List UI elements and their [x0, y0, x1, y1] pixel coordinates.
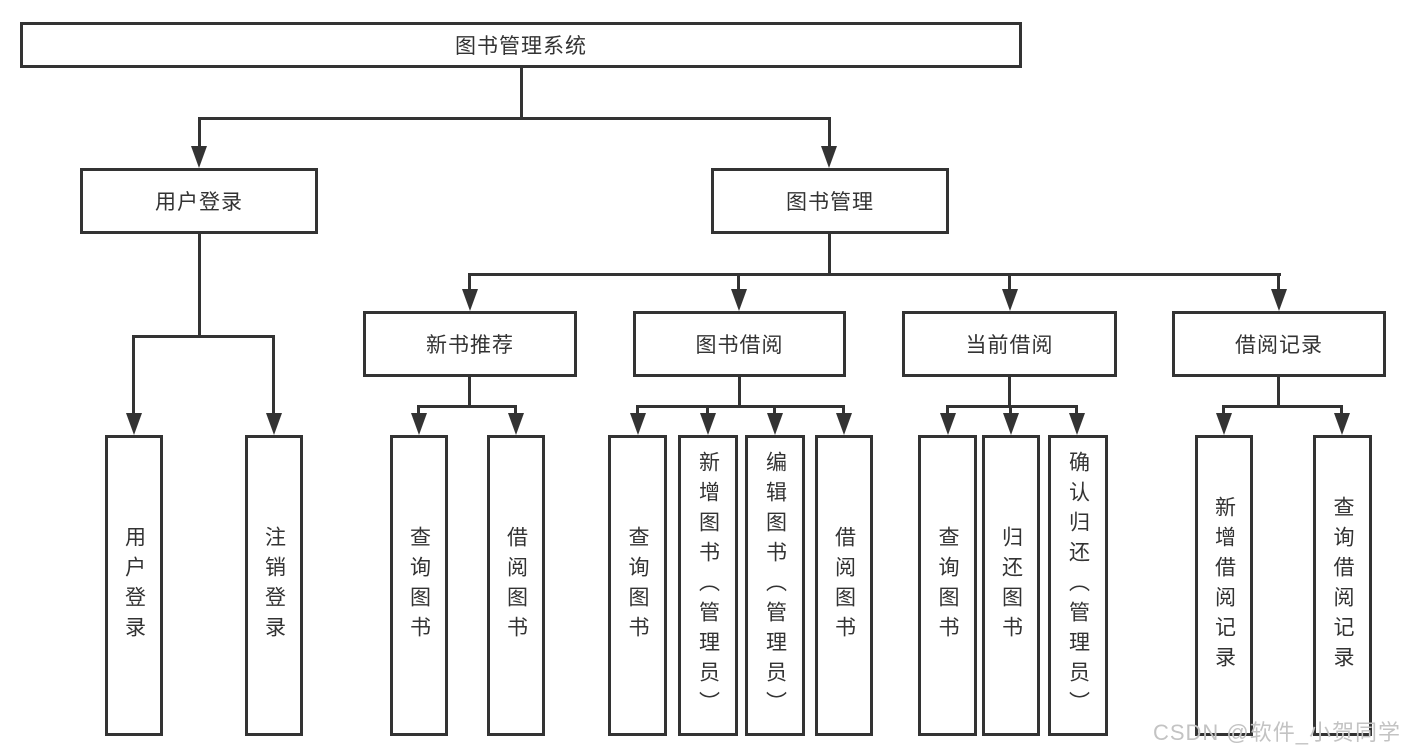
csdn-watermark: CSDN @软件_小贺同学 [1152, 720, 1401, 745]
connector-line [132, 335, 274, 338]
connector-line [417, 405, 517, 408]
connector-line [468, 377, 471, 407]
leaf-borrow-borrow-books-label: 借阅图书 [832, 525, 856, 646]
connector-line [1222, 405, 1343, 408]
leaf-add-borrow-record-label: 新增借阅记录 [1212, 495, 1236, 676]
leaf-return-books: 归还图书 [982, 435, 1040, 736]
node-library-system-label: 图书管理系统 [455, 35, 587, 58]
node-new-book-recommend: 新书推荐 [363, 311, 577, 377]
arrow-down-icon [731, 289, 747, 311]
leaf-add-books-admin: 新增图书（管理员） [678, 435, 738, 736]
arrow-down-icon [836, 413, 852, 435]
connector-line [520, 67, 523, 117]
connector-line [636, 405, 639, 417]
connector-line [132, 335, 135, 417]
arrow-down-icon [767, 413, 783, 435]
node-borrow-records: 借阅记录 [1172, 311, 1386, 377]
arrow-down-icon [700, 413, 716, 435]
connector-line [1075, 405, 1078, 417]
connector-line [514, 405, 517, 417]
node-borrow-records-label: 借阅记录 [1235, 334, 1323, 357]
leaf-add-books-admin-label: 新增图书（管理员） [696, 450, 720, 721]
connector-line [1008, 273, 1011, 293]
leaf-edit-books-admin: 编辑图书（管理员） [745, 435, 805, 736]
connector-line [738, 377, 741, 407]
connector-line [198, 117, 201, 150]
leaf-user-login-label: 用户登录 [122, 525, 146, 646]
connector-line [468, 273, 471, 293]
leaf-recommend-borrow-books-label: 借阅图书 [504, 525, 528, 646]
arrow-down-icon [1216, 413, 1232, 435]
connector-line [828, 117, 831, 150]
node-book-management-label: 图书管理 [786, 191, 874, 214]
arrow-down-icon [411, 413, 427, 435]
arrow-down-icon [191, 146, 207, 168]
arrow-down-icon [1002, 289, 1018, 311]
arrow-down-icon [630, 413, 646, 435]
arrow-down-icon [1069, 413, 1085, 435]
connector-line [198, 234, 201, 337]
leaf-recommend-query-books: 查询图书 [390, 435, 448, 736]
node-book-borrow: 图书借阅 [633, 311, 846, 377]
arrow-down-icon [126, 413, 142, 435]
connector-line [636, 405, 845, 408]
connector-line [773, 405, 776, 417]
leaf-current-query-books: 查询图书 [918, 435, 977, 736]
connector-line [198, 117, 831, 120]
leaf-confirm-return-admin: 确认归还（管理员） [1048, 435, 1108, 736]
connector-line [842, 405, 845, 417]
leaf-user-login: 用户登录 [105, 435, 163, 736]
leaf-return-books-label: 归还图书 [999, 525, 1023, 646]
connector-line [468, 273, 1281, 276]
leaf-logout-label: 注销登录 [262, 525, 286, 646]
node-library-system: 图书管理系统 [20, 22, 1022, 68]
connector-line [828, 234, 831, 276]
arrow-down-icon [1271, 289, 1287, 311]
connector-line [272, 335, 275, 417]
arrow-down-icon [1003, 413, 1019, 435]
arrow-down-icon [1334, 413, 1350, 435]
connector-line [1340, 405, 1343, 417]
node-current-borrow: 当前借阅 [902, 311, 1117, 377]
leaf-recommend-query-books-label: 查询图书 [407, 525, 431, 646]
leaf-current-query-books-label: 查询图书 [936, 525, 959, 646]
connector-line [706, 405, 709, 417]
arrow-down-icon [266, 413, 282, 435]
arrow-down-icon [508, 413, 524, 435]
connector-line [1008, 377, 1011, 407]
connector-line [1277, 377, 1280, 407]
leaf-recommend-borrow-books: 借阅图书 [487, 435, 545, 736]
leaf-borrow-query-books-label: 查询图书 [626, 525, 649, 646]
node-new-book-recommend-label: 新书推荐 [426, 334, 514, 357]
arrow-down-icon [821, 146, 837, 168]
node-user-login-label: 用户登录 [155, 191, 243, 214]
leaf-borrow-query-books: 查询图书 [608, 435, 667, 736]
leaf-confirm-return-admin-label: 确认归还（管理员） [1066, 450, 1090, 721]
connector-line [946, 405, 949, 417]
connector-line [737, 273, 740, 293]
leaf-edit-books-admin-label: 编辑图书（管理员） [763, 450, 787, 721]
connector-line [1009, 405, 1012, 417]
leaf-borrow-borrow-books: 借阅图书 [815, 435, 873, 736]
arrow-down-icon [940, 413, 956, 435]
connector-line [1222, 405, 1225, 417]
node-book-management: 图书管理 [711, 168, 949, 234]
node-book-borrow-label: 图书借阅 [695, 334, 784, 357]
leaf-logout: 注销登录 [245, 435, 303, 736]
node-user-login: 用户登录 [80, 168, 318, 234]
leaf-query-borrow-record: 查询借阅记录 [1313, 435, 1372, 736]
arrow-down-icon [462, 289, 478, 311]
node-current-borrow-label: 当前借阅 [965, 334, 1054, 357]
leaf-query-borrow-record-label: 查询借阅记录 [1331, 495, 1354, 676]
connector-line [417, 405, 420, 417]
connector-line [1277, 273, 1280, 293]
leaf-add-borrow-record: 新增借阅记录 [1195, 435, 1253, 736]
